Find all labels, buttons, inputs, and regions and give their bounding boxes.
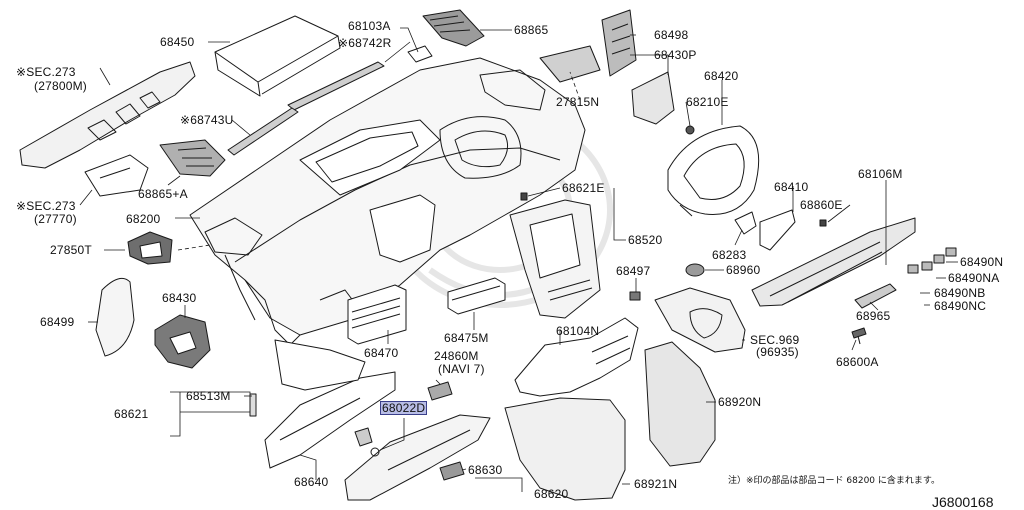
box-68470 [347,284,407,345]
cluster-bezel-68420 [667,125,760,217]
console-96935 [654,287,746,353]
label-68620[interactable]: 68620 [534,487,569,501]
latch-68022d [354,427,380,457]
bracket-68283 [734,211,757,235]
label-68475m[interactable]: 68475M [444,331,489,345]
bracket-24860m [427,381,453,401]
glove-box-68640 [264,371,396,469]
label-sec273-upper[interactable]: ※SEC.273 [16,65,76,79]
label-68520[interactable]: 68520 [628,233,663,247]
screw-68600a [851,327,867,345]
switches-68490 [907,247,957,274]
label-68210e[interactable]: 68210E [686,95,729,109]
label-68921n[interactable]: 68921N [634,477,678,491]
label-68410[interactable]: 68410 [774,180,809,194]
bracket-68965 [854,283,897,309]
label-68103a[interactable]: 68103A [348,19,391,33]
label-68490na[interactable]: 68490NA [948,271,1000,285]
tray-68475m [447,277,506,315]
dashboard-shell-68200 [189,57,586,346]
label-68513m[interactable]: 68513M [186,389,231,403]
label-68490nb[interactable]: 68490NB [934,286,986,300]
label-68960[interactable]: 68960 [726,263,761,277]
label-sec273-lower[interactable]: ※SEC.273 [16,199,76,213]
defroster-grille-68743u [227,107,299,156]
label-68743u[interactable]: ※68743U [180,113,234,127]
label-68430[interactable]: 68430 [162,291,197,305]
bracket-68103a [407,45,433,63]
duct-27770 [84,154,149,197]
lower-cover-68921n [504,397,626,501]
switch-68410 [759,209,796,251]
label-68490nc[interactable]: 68490NC [934,299,987,313]
cap-68960 [685,263,705,277]
label-68420[interactable]: 68420 [704,69,739,83]
label-68742r[interactable]: ※68742R [338,36,392,50]
label-68106m[interactable]: 68106M [858,167,903,181]
side-cover-68920n [644,341,716,467]
label-27770[interactable]: (27770) [34,212,77,226]
vent-27850t [127,231,173,265]
label-68498[interactable]: 68498 [654,28,689,42]
label-68640[interactable]: 68640 [294,475,329,489]
lock-68630 [439,461,465,481]
lower-panel-68106m [751,217,916,307]
clip-68621e [520,192,528,201]
label-68430p[interactable]: 68430P [654,48,697,62]
bracket-68430 [154,314,211,369]
cover-68498 [601,9,637,77]
label-68621[interactable]: 68621 [114,407,149,421]
label-68600a[interactable]: 68600A [836,355,879,369]
label-68283[interactable]: 68283 [712,248,747,262]
label-68630[interactable]: 68630 [468,463,503,477]
side-panel-68499 [95,277,135,357]
label-27800m[interactable]: (27800M) [34,79,87,93]
label-27815n[interactable]: 27815N [556,95,600,109]
label-68865a[interactable]: 68865+A [138,187,188,201]
bracket-68430p [631,71,675,125]
label-68200[interactable]: 68200 [126,212,161,226]
frame-68621 [274,339,366,391]
label-68920n[interactable]: 68920N [718,395,762,409]
heater-duct-27800m [19,61,196,169]
glove-box-lid-68620 [344,414,491,501]
label-68865[interactable]: 68865 [514,23,549,37]
label-68022d[interactable]: 68022D [379,401,428,415]
label-68499[interactable]: 68499 [40,315,75,329]
label-68497[interactable]: 68497 [616,264,651,278]
finisher-68104n [514,317,639,397]
leader-lines [79,27,958,492]
switch-panel-27815n [539,45,601,83]
label-68470[interactable]: 68470 [364,346,399,360]
label-68621e[interactable]: 68621E [562,181,605,195]
label-27850t[interactable]: 27850T [50,243,92,257]
label-68860e[interactable]: 68860E [800,198,843,212]
center-panel-68520 [509,199,601,319]
vent-68865a [159,139,226,177]
striker-68513m [249,393,257,417]
label-96935[interactable]: (96935) [756,345,799,359]
diagram-code: J6800168 [932,494,994,510]
lid-68450 [214,15,341,97]
label-68450[interactable]: 68450 [160,35,195,49]
vent-68865 [422,9,485,47]
label-68104n[interactable]: 68104N [556,324,600,338]
clip-68497 [629,291,641,301]
label-68965[interactable]: 68965 [856,309,891,323]
footnote: 注）※印の部品は部品コード 68200 に含まれます。 [728,476,940,486]
label-24860m[interactable]: 24860M [434,349,479,363]
label-navi7[interactable]: (NAVI 7) [438,362,485,376]
clip-68860e [819,219,827,227]
clip-68210e [685,125,695,135]
label-sec969[interactable]: SEC.969 [750,333,800,347]
label-68490n[interactable]: 68490N [960,255,1004,269]
